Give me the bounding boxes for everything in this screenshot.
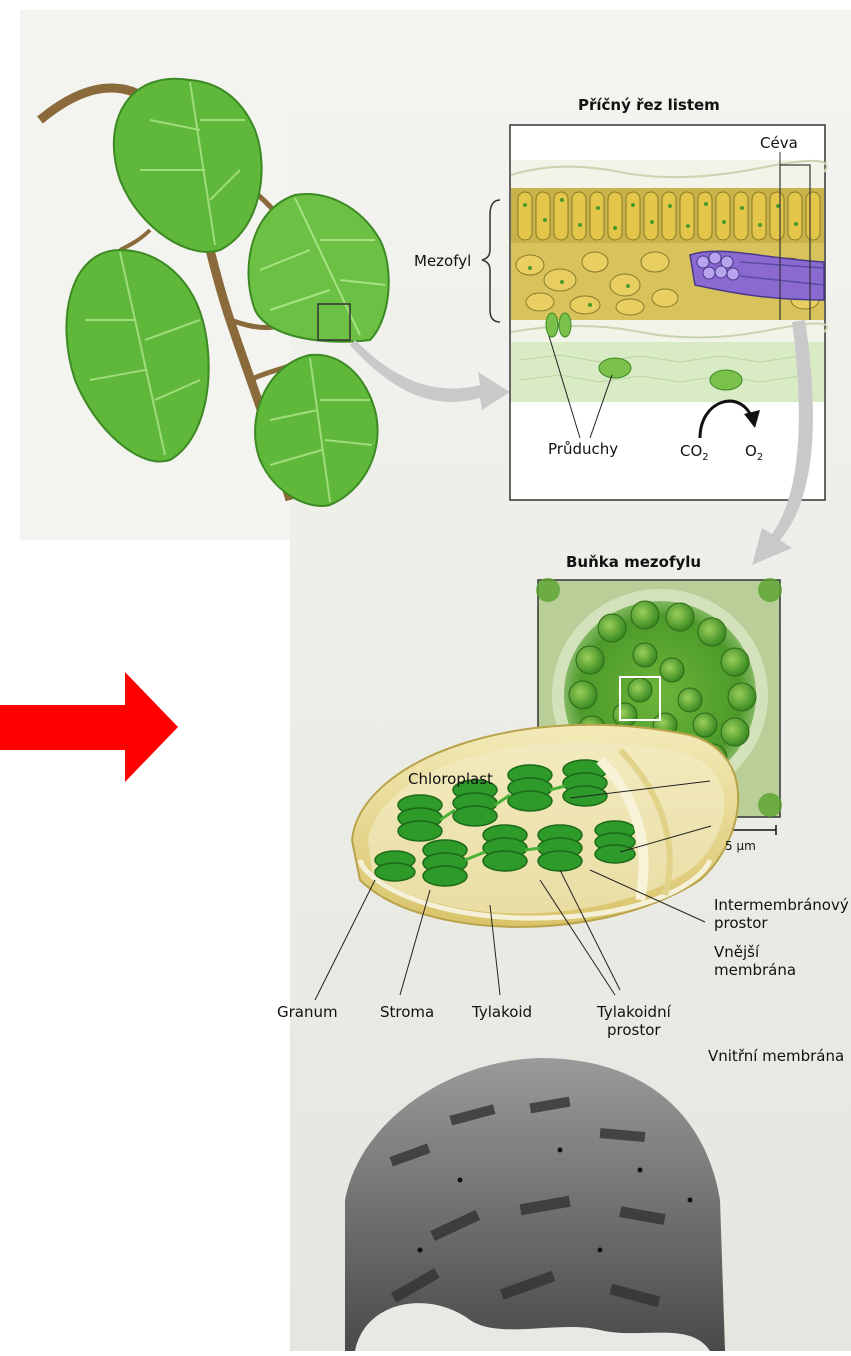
inner-membrane-label: Vnitřní membrána: [708, 1047, 844, 1065]
outer-membrane-label-1: Vnější: [714, 943, 759, 961]
mesophyll-cell-title: Buňka mezofylu: [566, 553, 701, 571]
o2-label: O2: [745, 442, 763, 463]
granum-label: Granum: [277, 1003, 338, 1021]
scale-bar-label: 5 µm: [725, 837, 756, 855]
thylakoid-space-label-2: prostor: [607, 1021, 661, 1039]
mesophyll-label: Mezofyl: [414, 252, 471, 270]
stomata-label: Průduchy: [548, 440, 618, 458]
stoma-2: [599, 358, 631, 378]
cross-section-panel: [482, 125, 827, 500]
cross-section-title: Příčný řez listem: [578, 96, 720, 114]
stoma-3: [710, 370, 742, 390]
red-arrow: [0, 672, 178, 782]
thylakoid-space-label-1: Tylakoidní: [597, 1003, 671, 1021]
intermembrane-label-2: prostor: [714, 914, 768, 932]
stroma-label: Stroma: [380, 1003, 434, 1021]
intermembrane-label-1: Intermembránový: [714, 896, 849, 914]
vessel-label: Céva: [760, 134, 798, 152]
co2-label: CO2: [680, 442, 709, 463]
thylakoid-label: Tylakoid: [472, 1003, 532, 1021]
outer-membrane-label-2: membrána: [714, 961, 796, 979]
chloroplast-label: Chloroplast: [408, 770, 493, 788]
